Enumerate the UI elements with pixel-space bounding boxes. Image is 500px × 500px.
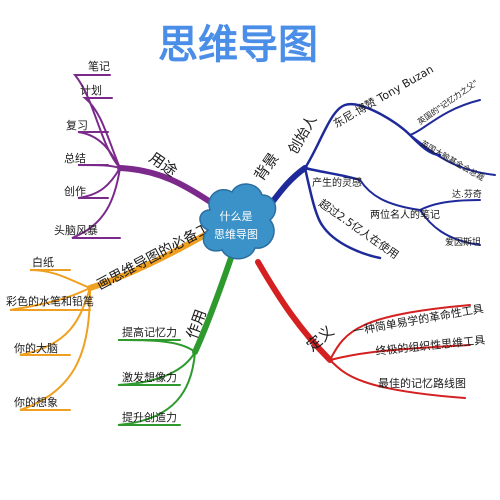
inspiration-label: 产生的灵感 <box>312 176 362 189</box>
definition-sub-line-2 <box>329 344 471 361</box>
inspiration-line <box>303 166 362 182</box>
creator-line <box>303 102 442 170</box>
tools-item-2: 彩色的水笔和铅笔 <box>6 294 94 308</box>
definition-sub-line-1 <box>329 304 471 361</box>
uses-item-3: 复习 <box>66 118 88 132</box>
effects-sub-line-3 <box>117 351 196 426</box>
uses-item-6: 头脑风暴 <box>54 224 98 237</box>
uses-item-5: 创作 <box>64 185 86 198</box>
tools-sub-line-2 <box>9 287 91 311</box>
uses-sub-line-3 <box>77 131 121 169</box>
center-node: 什么是 思维导图 <box>199 183 277 260</box>
tools-sub-line-4 <box>19 287 91 411</box>
definition-item-1: 一种简单易学的革命性工具 <box>352 301 484 338</box>
branch-uses <box>71 74 218 239</box>
definition-label: 定义 <box>303 322 338 355</box>
tools-item-1: 白纸 <box>32 255 54 269</box>
definition-main-line <box>255 259 333 363</box>
famous-name-2: 爱因斯坦 <box>445 236 481 248</box>
uses-sub-line-2 <box>82 97 121 169</box>
uses-item-4: 总结 <box>64 151 86 165</box>
tools-main-line <box>87 229 213 291</box>
effects-item-2: 激发想像力 <box>122 370 177 384</box>
definition-item-2: 终极的组织性思维工具 <box>375 333 486 358</box>
famous-label: 两位名人的笔记 <box>370 208 440 221</box>
uses-item-1: 笔记 <box>88 59 110 73</box>
effects-item-3: 提升创造力 <box>122 410 177 424</box>
tools-item-3: 你的大脑 <box>14 341 58 355</box>
center-cloud <box>199 183 277 260</box>
center-line-2: 思维导图 <box>214 228 258 241</box>
creator-note-line-1 <box>409 99 481 136</box>
background-label: 背景 <box>251 149 283 184</box>
famous-name-1: 达.芬奇 <box>452 188 482 200</box>
creator-note-2: 英国大脑基金会总裁 <box>419 138 486 183</box>
definition-sub-line-3 <box>329 359 466 399</box>
effects-sub-line-2 <box>117 351 196 386</box>
users-line <box>303 166 382 260</box>
famous-name-line-1 <box>419 199 481 211</box>
effects-sub-line-1 <box>117 339 196 353</box>
uses-sub-line-4 <box>77 164 121 169</box>
famous-name-line-2 <box>419 209 481 246</box>
tools-item-4: 你的想象 <box>14 395 58 409</box>
tools-sub-line-3 <box>19 287 91 356</box>
effects-item-1: 提高记忆力 <box>122 325 177 339</box>
uses-main-line <box>117 165 218 208</box>
creator-note-line-2 <box>409 134 496 176</box>
effects-main-line <box>192 252 235 355</box>
uses-sub-line-6 <box>71 167 121 239</box>
branch-definition <box>255 259 471 399</box>
uses-sub-line-5 <box>77 167 121 199</box>
effects-label: 作用 <box>183 307 210 341</box>
uses-item-2: 计划 <box>80 84 102 97</box>
center-line-1: 什么是 <box>220 210 253 223</box>
definition-item-3: 最佳的记忆路线图 <box>378 376 466 390</box>
branch-tools <box>9 229 213 411</box>
branch-effects <box>117 252 235 426</box>
map-title: 思维导图 <box>158 22 318 68</box>
famous-line <box>359 179 421 211</box>
tools-sub-line-1 <box>29 269 91 289</box>
